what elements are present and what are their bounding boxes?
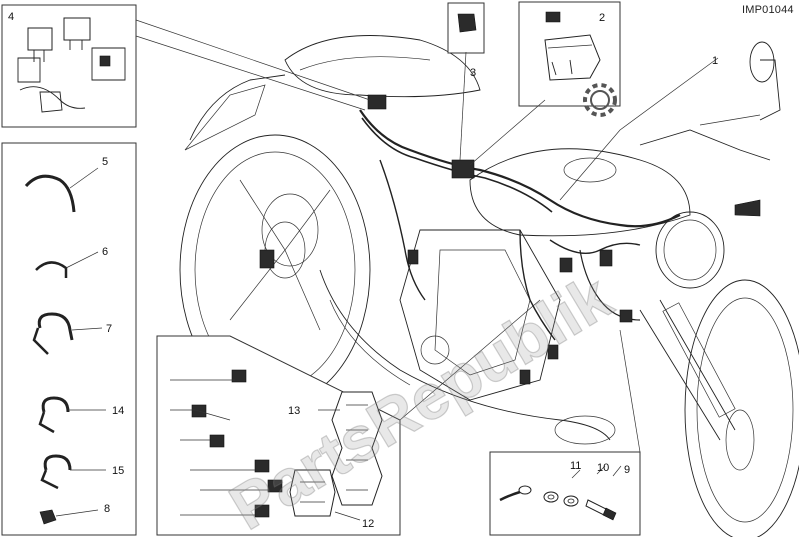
callout-13: 13 [288,405,300,417]
callout-12: 12 [362,518,374,530]
part-small-relay [447,2,485,54]
callout-11: 11 [570,460,581,472]
callout-14: 14 [112,405,124,417]
callout-6: 6 [102,246,108,258]
callout-3: 3 [470,67,476,79]
callout-7: 7 [106,323,112,335]
callout-9: 9 [624,464,630,476]
inset-fuse [518,1,621,117]
inset-relays [1,4,137,128]
callout-1: 1 [712,55,718,67]
callout-2: 2 [599,12,605,24]
wiring-harness [259,94,681,385]
drawing-code: IMP01044 [742,4,794,16]
inset-connector-holders [156,335,401,536]
callout-8: 8 [104,503,110,515]
gear-icon [583,83,617,117]
callout-5: 5 [102,156,108,168]
motorcycle-illustration [179,35,799,537]
inset-ground-screw [489,451,641,536]
inset-clips-straps [1,142,137,536]
callout-4: 4 [8,11,14,23]
leader-lines [135,19,719,453]
callout-10: 10 [597,462,609,474]
callout-15: 15 [112,465,124,477]
